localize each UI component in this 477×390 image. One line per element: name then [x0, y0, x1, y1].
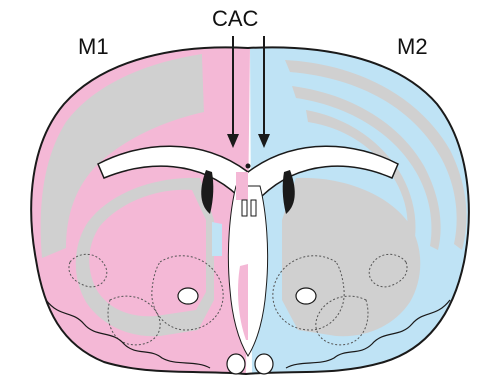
- septum-right-tint: [212, 222, 222, 256]
- midline-pink-stripe: [236, 172, 248, 200]
- cac-label: CAC: [212, 8, 258, 30]
- left-optic-tract-circle: [227, 354, 245, 374]
- m2-white-oval: [296, 288, 316, 304]
- m1-white-oval: [178, 288, 198, 304]
- midline-dot: [246, 164, 251, 169]
- septum-left-mark: [242, 200, 247, 216]
- m2-label: M2: [397, 36, 428, 58]
- m1-label: M1: [78, 36, 109, 58]
- right-optic-tract-circle: [255, 354, 273, 374]
- septum-right-mark: [251, 200, 256, 216]
